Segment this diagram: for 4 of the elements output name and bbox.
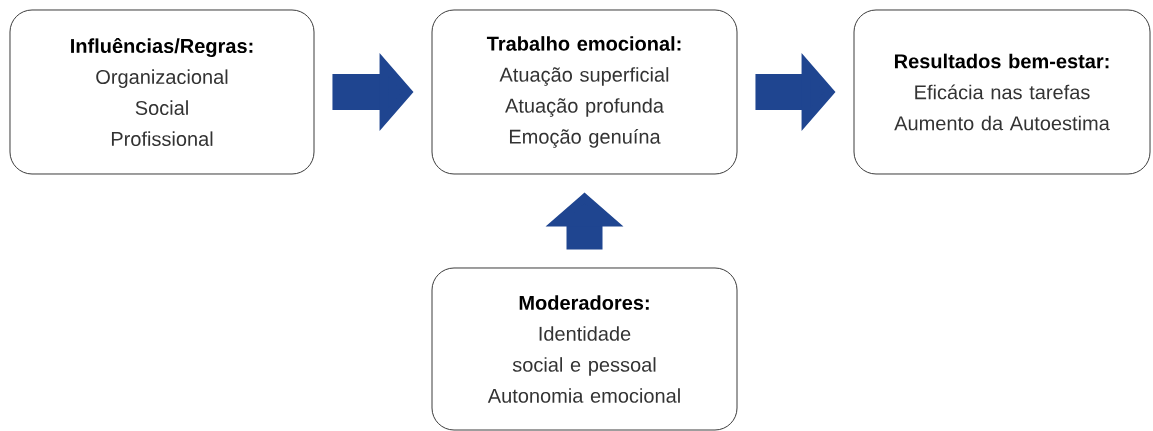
process-box: Moderadores: Identidade social e pessoal Autonomia emocional: [431, 267, 738, 431]
process-box: Influências/Regras: Organizacional Social Profissional: [9, 9, 315, 175]
process-box: Trabalho emocional: Atuação superficial Atuação profunda Emoção genuína: [431, 9, 738, 175]
process-box: Resultados bem-estar: Eficácia nas tarefas Aumento da Autoestima: [853, 9, 1151, 175]
